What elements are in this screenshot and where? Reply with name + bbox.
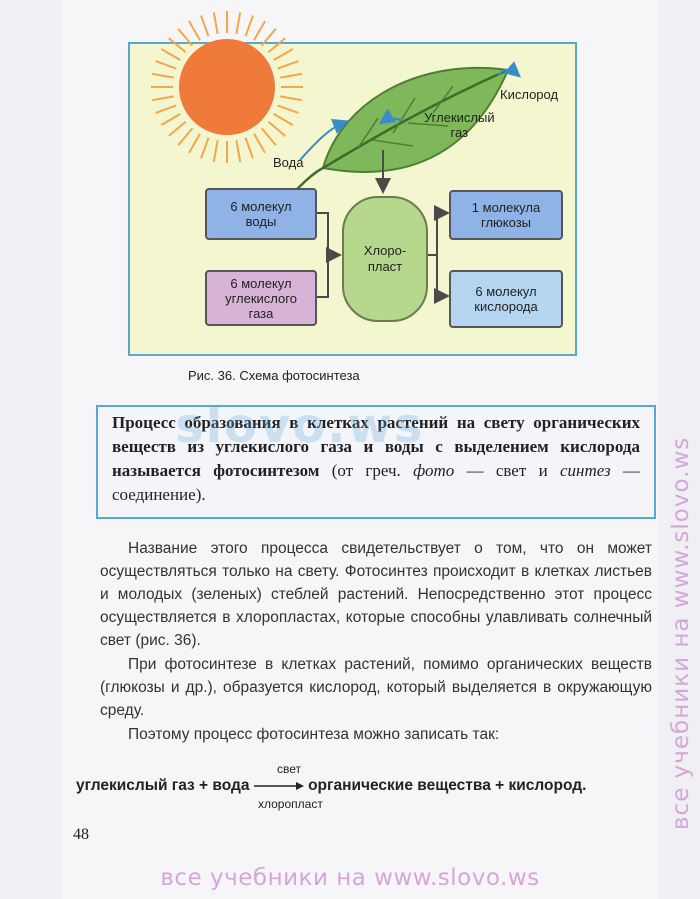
chloroplast-node: Хлоро- пласт [342,196,428,322]
sun-ray [212,11,219,34]
sun-ray [235,140,242,163]
definition-box: Процесс образования в клетках растений н… [96,405,656,519]
sun-ray [273,48,294,61]
sun-ray [200,15,210,37]
sun-ray [273,113,294,126]
page-number: 48 [73,826,89,843]
co2-in-label: Углекислый газ [424,110,495,140]
paragraph-text: При фотосинтезе в клетках растений, поми… [100,656,652,719]
sun-ray [253,133,266,154]
watermark-center: slovo.ws [175,398,425,454]
photosynthesis-equation: углекислый газ + вода органические вещес… [76,777,656,795]
sun-ray [260,28,277,47]
oxygen-out-label: Кислород [500,87,559,102]
definition-part: (от греч. [319,461,414,480]
glucose-box-label: 1 молекула глюкозы [471,200,541,230]
paragraph: Поэтому процесс фотосинтеза можно записа… [100,723,652,746]
definition-bold: Процесс образования в клетках растений н… [112,413,640,480]
sun-ray [177,28,194,47]
water-in-label: Вода [273,155,304,170]
sun-ray [277,60,299,70]
sun-icon [151,11,303,163]
sun-ray [151,72,174,79]
paragraph-text: Название этого процесса свидетельствует … [100,540,652,649]
sun-ray [280,72,303,79]
watermark-side: все учебники на www.slovo.ws [668,436,694,830]
definition-term: синтез [559,461,611,480]
sun-ray [155,60,177,70]
sun-ray [267,120,286,137]
sun-ray [188,133,201,154]
water-box-label: 6 молекул воды [230,199,292,229]
sun-ray [244,137,254,159]
sun-ray [168,120,187,137]
sun-ray [212,140,219,163]
sun-ray [200,137,210,159]
sun-ray [267,37,286,54]
equation-above-arrow: свет [277,762,302,776]
glucose-box: 1 молекула глюкозы [449,190,563,240]
sun-ray [280,95,303,102]
sun-ray [177,127,194,146]
sun-ray [235,11,242,34]
equation-below-arrow: хлоропласт [258,797,323,811]
paragraph: При фотосинтезе в клетках растений, поми… [100,653,652,722]
equation-left: углекислый газ + вода [76,777,250,794]
sun-ray [168,37,187,54]
sun-ray [160,113,181,126]
water-box: 6 молекул воды [205,188,317,240]
definition-part: — соединение). [112,461,641,504]
co2-box-label: 6 молекул углекислого газа [225,275,297,321]
co2-box: 6 молекул углекислого газа [205,270,317,326]
definition-term: фото [413,461,455,480]
chloroplast-label: Хлоро- пласт [363,243,407,274]
sun-ray [277,104,299,114]
sun-ray [160,48,181,61]
sun-ray [244,15,254,37]
definition-text: Процесс образования в клетках растений н… [112,411,640,507]
oxygen-box-label: 6 молекул кислорода [474,284,538,314]
arrow-right-icon [253,781,304,790]
definition-part: — свет и [454,461,560,480]
sun-ray [253,20,266,41]
equation-right: органические вещества + кислород. [308,777,587,794]
sun-ray [151,95,174,102]
sun-ray [260,127,277,146]
sun-ray [155,104,177,114]
sun-ray [188,20,201,41]
figure-caption: Рис. 36. Схема фотосинтеза [188,368,360,383]
watermark-bottom: все учебники на www.slovo.ws [160,865,540,891]
oxygen-box: 6 молекул кислорода [449,270,563,328]
paragraph-text: Поэтому процесс фотосинтеза можно записа… [128,726,500,743]
paragraph: Название этого процесса свидетельствует … [100,537,652,652]
